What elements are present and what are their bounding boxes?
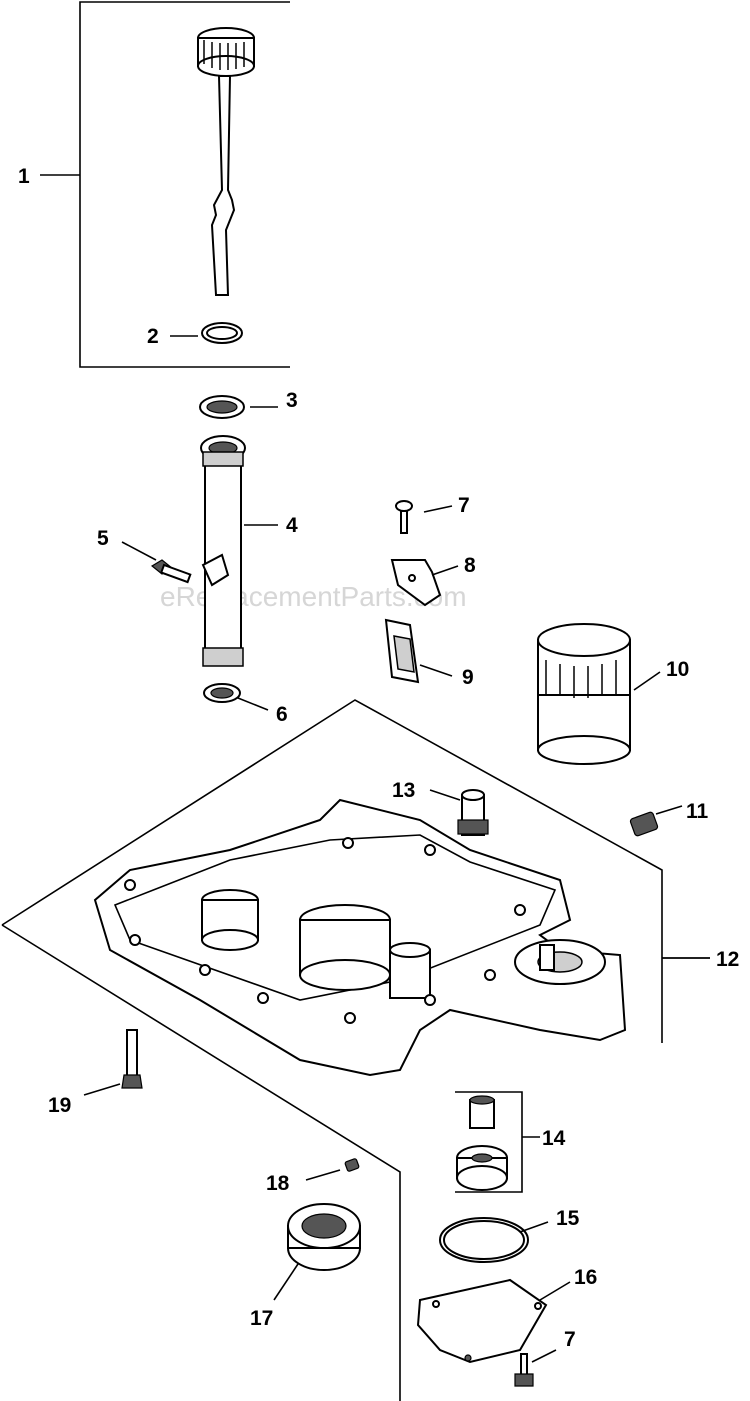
o-ring-part[interactable] <box>201 322 243 344</box>
plug-part[interactable] <box>629 811 659 837</box>
pin-part[interactable] <box>344 1158 360 1172</box>
callout-4: 4 <box>286 514 298 537</box>
seal-ring-part[interactable] <box>199 395 245 419</box>
fill-tube-part[interactable] <box>200 435 246 667</box>
callout-15: 15 <box>556 1207 580 1230</box>
screen-part[interactable] <box>384 618 420 684</box>
callout-10: 10 <box>666 658 689 681</box>
callout-19: 19 <box>48 1094 71 1117</box>
leader-7-top <box>423 505 453 513</box>
callout-8: 8 <box>464 554 476 577</box>
oil-seal-part[interactable] <box>287 1203 361 1271</box>
screw-part-7-top[interactable] <box>395 500 413 534</box>
callout-18: 18 <box>266 1172 290 1195</box>
callout-17: 17 <box>250 1307 273 1330</box>
leader-15 <box>519 1221 549 1233</box>
dipstick-part[interactable] <box>197 27 255 296</box>
leader-17 <box>273 1263 299 1301</box>
leader-16 <box>539 1281 571 1301</box>
leader-8 <box>431 565 459 576</box>
leader-9 <box>419 664 453 677</box>
gear-set-part[interactable] <box>455 1091 540 1193</box>
leader-5 <box>121 541 157 561</box>
callout-5: 5 <box>97 527 109 550</box>
callout-14: 14 <box>542 1127 566 1150</box>
leader-19 <box>83 1083 121 1096</box>
callout-7-top: 7 <box>458 494 470 517</box>
screw-part-7-bottom[interactable] <box>514 1353 534 1387</box>
leader-10 <box>633 671 661 691</box>
callout-1: 1 <box>18 165 30 188</box>
oil-pan-part[interactable] <box>93 798 627 1077</box>
leader-6 <box>237 697 269 711</box>
callout-12: 12 <box>716 948 739 971</box>
callout-13: 13 <box>392 779 415 802</box>
leader-13 <box>429 789 461 801</box>
oil-filter-part[interactable] <box>537 623 631 765</box>
bolt-part-19[interactable] <box>121 1029 143 1089</box>
leader-7-bottom <box>531 1349 557 1363</box>
dipstick-group-bracket <box>40 1 290 368</box>
callout-3: 3 <box>286 389 298 412</box>
callout-2: 2 <box>147 325 159 348</box>
callout-7-bottom: 7 <box>564 1328 576 1351</box>
screw-part-5[interactable] <box>150 559 192 584</box>
o-ring-part-6[interactable] <box>203 683 241 703</box>
callout-6: 6 <box>276 703 288 726</box>
insert-part[interactable] <box>457 789 489 836</box>
callout-16: 16 <box>574 1266 597 1289</box>
leader-18 <box>305 1169 341 1181</box>
o-ring-part-15[interactable] <box>439 1217 529 1263</box>
bracket-part[interactable] <box>390 559 442 607</box>
leader-11 <box>655 805 683 815</box>
gasket-plate-part[interactable] <box>416 1278 548 1364</box>
callout-labels: 1 2 3 4 5 6 7 8 9 10 11 12 13 14 15 16 7… <box>18 165 739 1351</box>
callout-9: 9 <box>462 666 474 689</box>
callout-11: 11 <box>686 800 709 823</box>
